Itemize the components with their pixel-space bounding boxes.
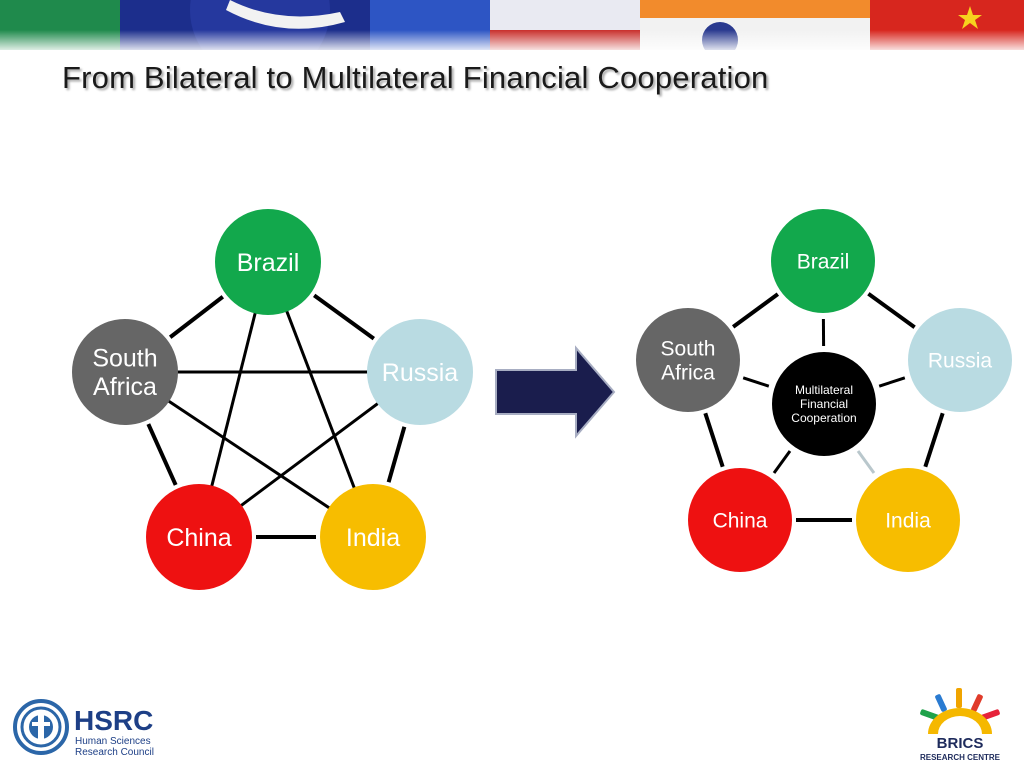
bilateral-circle-south-africa — [72, 319, 178, 425]
slide-title: From Bilateral to Multilateral Financial… — [62, 60, 769, 95]
multilateral-circle-russia — [908, 308, 1012, 412]
bilateral-label-south-africa-1: South — [92, 344, 157, 372]
bilateral-edge-brazil-russia — [313, 293, 375, 341]
bilateral-label-russia: Russia — [382, 359, 459, 387]
bilateral-label-south-africa-2: Africa — [93, 373, 157, 401]
hsrc-name: HSRC — [74, 705, 153, 736]
bilateral-edge-russia-india — [386, 426, 407, 483]
bilateral-edge-south-africa-brazil — [168, 295, 225, 339]
bilateral-label-brazil: Brazil — [237, 249, 300, 277]
multilateral-hub-label-2: Financial — [800, 397, 848, 411]
bilateral-label-china: China — [166, 524, 231, 552]
bilateral-label-india: India — [346, 524, 400, 552]
multilateral-label-china: China — [713, 509, 768, 532]
bilateral-diagonal-south-africa-india — [159, 394, 339, 515]
bilateral-node-russia: Russia — [367, 319, 473, 425]
multilateral-edge-china-south-africa — [703, 412, 725, 468]
bilateral-diagonal-brazil-india — [281, 301, 360, 498]
multilateral-node-china: China — [688, 468, 792, 572]
bilateral-circle-china — [146, 484, 252, 590]
multilateral-edge-brazil-russia — [867, 292, 916, 329]
multilateral-circle-china — [688, 468, 792, 572]
multilateral-hub-label-3: Cooperation — [791, 411, 856, 425]
bilateral-edge-china-south-africa — [146, 423, 178, 486]
bilateral-circle-russia — [367, 319, 473, 425]
multilateral-spoke-south-africa — [742, 376, 770, 388]
multilateral-spoke-russia — [878, 376, 906, 388]
hsrc-logo: HSRC Human Sciences Research Council — [13, 699, 154, 758]
bilateral-node-india: India — [320, 484, 426, 590]
bilateral-node-brazil: Brazil — [215, 209, 321, 315]
multilateral-edges — [703, 292, 945, 522]
multilateral-nodes: BrazilRussiaIndiaChinaSouthAfricaMultila… — [636, 209, 1012, 572]
multilateral-hub-label-1: Multilateral — [795, 383, 853, 397]
bilateral-diagonal-russia-china — [232, 396, 387, 513]
hsrc-line-2: Research Council — [75, 747, 154, 758]
multilateral-edge-russia-india — [923, 412, 945, 468]
multilateral-hub-circle — [772, 352, 876, 456]
bilateral-circle-brazil — [215, 209, 321, 315]
bilateral-node-china: China — [146, 484, 252, 590]
bilateral-circle-india — [320, 484, 426, 590]
flag-banner — [0, 0, 1024, 50]
bilateral-diagonal-brazil-china — [208, 303, 259, 496]
multilateral-circle-india — [856, 468, 960, 572]
multilateral-spoke-india — [856, 450, 876, 474]
multilateral-label-south-africa-1: South — [661, 337, 716, 360]
multilateral-edge-south-africa-brazil — [731, 292, 780, 329]
multilateral-node-russia: Russia — [908, 308, 1012, 412]
brics-logo: BRICS RESEARCH CENTRE — [920, 688, 1001, 762]
multilateral-node-brazil: Brazil — [771, 209, 875, 313]
multilateral-node-india: India — [856, 468, 960, 572]
multilateral-circle-brazil — [771, 209, 875, 313]
transition-arrow — [495, 345, 616, 439]
multilateral-label-russia: Russia — [928, 349, 993, 372]
multilateral-label-brazil: Brazil — [797, 250, 850, 273]
bilateral-edges — [146, 293, 407, 539]
multilateral-label-india: India — [885, 509, 931, 532]
multilateral-label-south-africa-2: Africa — [661, 361, 715, 384]
hsrc-line-1: Human Sciences — [75, 736, 151, 747]
brics-name: BRICS — [937, 735, 984, 752]
multilateral-spoke-china — [772, 450, 792, 474]
brics-subtitle: RESEARCH CENTRE — [920, 753, 1001, 762]
multilateral-circle-south-africa — [636, 308, 740, 412]
